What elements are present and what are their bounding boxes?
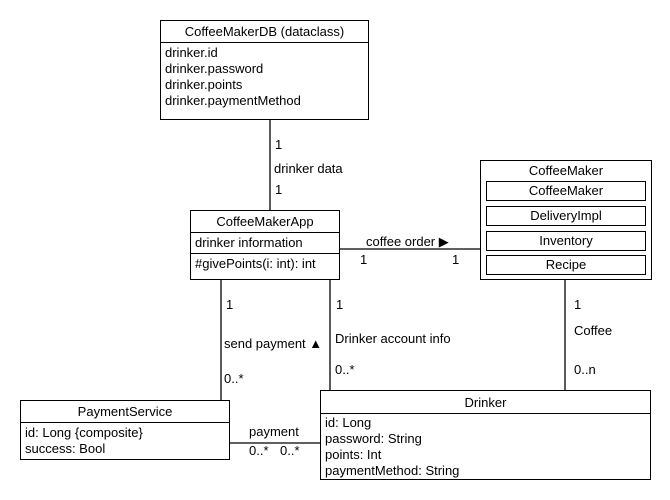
app-payment-label: send payment ▲ bbox=[224, 336, 322, 352]
paymentservice-separator bbox=[21, 422, 229, 423]
coffeemaker-part[interactable]: CoffeeMaker bbox=[486, 181, 646, 201]
coffeemakerdb-attr: drinker.password bbox=[165, 61, 264, 76]
coffeemakerapp-attr: drinker information bbox=[195, 235, 303, 250]
coffeemakerapp-separator bbox=[191, 253, 339, 254]
coffeemakerapp-separator bbox=[191, 232, 339, 233]
direction-arrow-up-icon: ▲ bbox=[309, 336, 323, 351]
deliveryimpl-part[interactable]: DeliveryImpl bbox=[486, 206, 646, 226]
coffeemakerdb-separator bbox=[161, 42, 368, 43]
payment-drinker-right-multiplicity: 0..* bbox=[280, 443, 300, 458]
coffeemakerdb-attr: drinker.id bbox=[165, 45, 218, 60]
drinker-attr: paymentMethod: String bbox=[325, 463, 460, 478]
coffeemakerapp-operation: #givePoints(i: int): int bbox=[195, 256, 316, 271]
app-payment-bottom-multiplicity: 0..* bbox=[224, 371, 244, 386]
app-maker-left-multiplicity: 1 bbox=[360, 252, 368, 267]
coffeemakerapp-class[interactable]: CoffeeMakerApp drinker information #give… bbox=[190, 210, 340, 280]
coffeemakerapp-class-name: CoffeeMakerApp bbox=[216, 214, 314, 229]
paymentservice-attr: success: Bool bbox=[25, 441, 106, 456]
coffeemakerdb-attr: drinker.points bbox=[165, 77, 243, 92]
payment-drinker-label: payment bbox=[249, 424, 299, 439]
maker-drinker-top-multiplicity: 1 bbox=[574, 297, 582, 312]
inventory-part[interactable]: Inventory bbox=[486, 231, 646, 251]
maker-drinker-bottom-multiplicity: 0..n bbox=[574, 362, 596, 377]
coffeemaker-class[interactable]: CoffeeMaker CoffeeMaker DeliveryImpl Inv… bbox=[480, 160, 652, 280]
coffeemakerdb-class-name: CoffeeMakerDB (dataclass) bbox=[184, 24, 345, 39]
drinker-attr: points: Int bbox=[325, 447, 382, 462]
coffeemakerdb-class[interactable]: CoffeeMakerDB (dataclass) drinker.id dri… bbox=[160, 20, 369, 120]
coffeemakerdb-attr: drinker.paymentMethod bbox=[165, 93, 301, 108]
maker-drinker-label: Coffee bbox=[574, 323, 613, 338]
app-drinker-bottom-multiplicity: 0..* bbox=[335, 362, 355, 377]
drinker-class-name: Drinker bbox=[464, 395, 507, 410]
app-drinker-label: Drinker account info bbox=[335, 331, 451, 346]
app-drinker-top-multiplicity: 1 bbox=[336, 297, 344, 312]
app-maker-label-text: coffee order bbox=[366, 234, 436, 249]
paymentservice-class[interactable]: PaymentService id: Long {composite} succ… bbox=[20, 400, 230, 460]
direction-arrow-right-icon: ▶ bbox=[438, 234, 449, 249]
drinker-separator bbox=[321, 413, 650, 414]
drinker-attr: id: Long bbox=[325, 415, 372, 430]
paymentservice-attr: id: Long {composite} bbox=[25, 425, 143, 440]
db-app-bottom-multiplicity: 1 bbox=[275, 182, 283, 197]
paymentservice-class-name: PaymentService bbox=[77, 404, 173, 419]
app-payment-label-text: send payment bbox=[224, 336, 306, 351]
drinker-attr: password: String bbox=[325, 431, 422, 446]
app-maker-label: coffee order ▶ bbox=[366, 234, 449, 250]
app-payment-top-multiplicity: 1 bbox=[226, 297, 234, 312]
drinker-class[interactable]: Drinker id: Long password: String points… bbox=[320, 390, 651, 480]
db-app-label: drinker data bbox=[274, 161, 343, 176]
payment-drinker-left-multiplicity: 0..* bbox=[249, 443, 269, 458]
db-app-top-multiplicity: 1 bbox=[275, 137, 283, 152]
app-maker-right-multiplicity: 1 bbox=[452, 252, 460, 267]
coffeemaker-class-name: CoffeeMaker bbox=[528, 163, 604, 178]
recipe-part[interactable]: Recipe bbox=[486, 255, 646, 275]
